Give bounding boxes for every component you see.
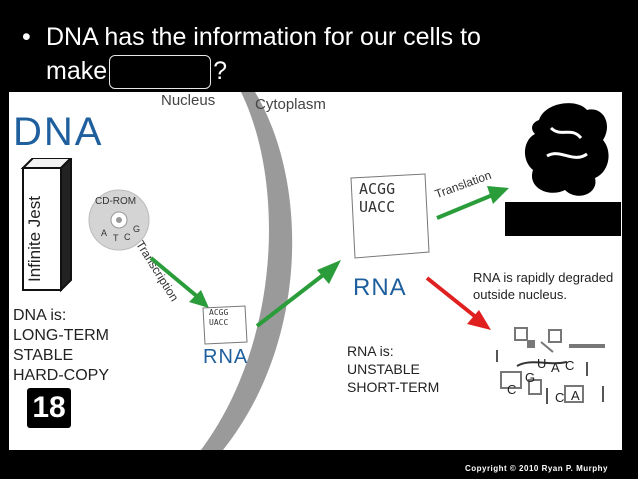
rna-degraded-note: RNA is rapidly degraded outside nucleus. [473, 270, 614, 302]
fragment-letter: A [571, 388, 580, 403]
book-icon [20, 158, 73, 292]
rna-paper-small [202, 305, 248, 345]
rna-cytoplasm-label: RNA [353, 274, 407, 301]
translation-arrow [436, 186, 509, 220]
cd-letter: T [113, 233, 119, 243]
cytoplasm-label: Cytoplasm [255, 96, 326, 113]
bullet: • [22, 23, 31, 51]
cd-letter: G [133, 224, 141, 234]
fragment-letter: C [555, 390, 565, 405]
fragment-letter: U [537, 356, 547, 371]
fragment-letter: C [507, 382, 517, 397]
nuclear-membrane [201, 92, 293, 450]
fragment-letter: C [565, 358, 575, 373]
book-spine-label: Infinite Jest [25, 196, 44, 282]
rna-is-list: RNA is: UNSTABLE SHORT-TERM [347, 343, 440, 395]
cd-letter: C [124, 232, 131, 242]
export-arrow [255, 260, 341, 328]
dna-heading: DNA [13, 110, 104, 154]
diagram-panel: DNA Nucleus Cytoplasm Infinite Jest CD-R… [9, 92, 622, 450]
nucleus-label: Nucleus [161, 92, 216, 109]
copyright-notice: Copyright © 2010 Ryan P. Murphy [464, 464, 608, 473]
cd-icon [88, 189, 150, 251]
rna-paper-large-line-1: ACGG [359, 180, 396, 198]
answer-blank-box [109, 55, 212, 90]
degradation-arrow [425, 276, 491, 330]
cd-rom-label: CD-ROM [95, 196, 137, 207]
transcription-arrow [149, 256, 209, 308]
title-line-2: make? [46, 54, 228, 90]
rna-nucleus-label: RNA [203, 346, 249, 368]
title-line-2-end: ? [213, 57, 228, 85]
dna-is-list: DNA is: LONG-TERM STABLE HARD-COPY [13, 307, 110, 384]
title-line-1: DNA has the information for our cells to [46, 23, 481, 51]
answer-cover-box [505, 202, 621, 236]
slide-number-badge: 18 [27, 388, 71, 428]
rna-paper-large-line-2: UACC [359, 198, 396, 216]
protein-shape [524, 103, 609, 196]
rna-paper-large [350, 173, 430, 259]
rna-fragments [496, 327, 605, 404]
fragment-letter: A [551, 360, 560, 375]
rna-paper-small-line-2: UACC [209, 318, 229, 327]
fragment-letter: G [525, 370, 536, 385]
cd-letter: A [101, 228, 108, 238]
rna-paper-small-line-1: ACGG [209, 308, 229, 317]
title-line-2-start: make [46, 57, 108, 85]
